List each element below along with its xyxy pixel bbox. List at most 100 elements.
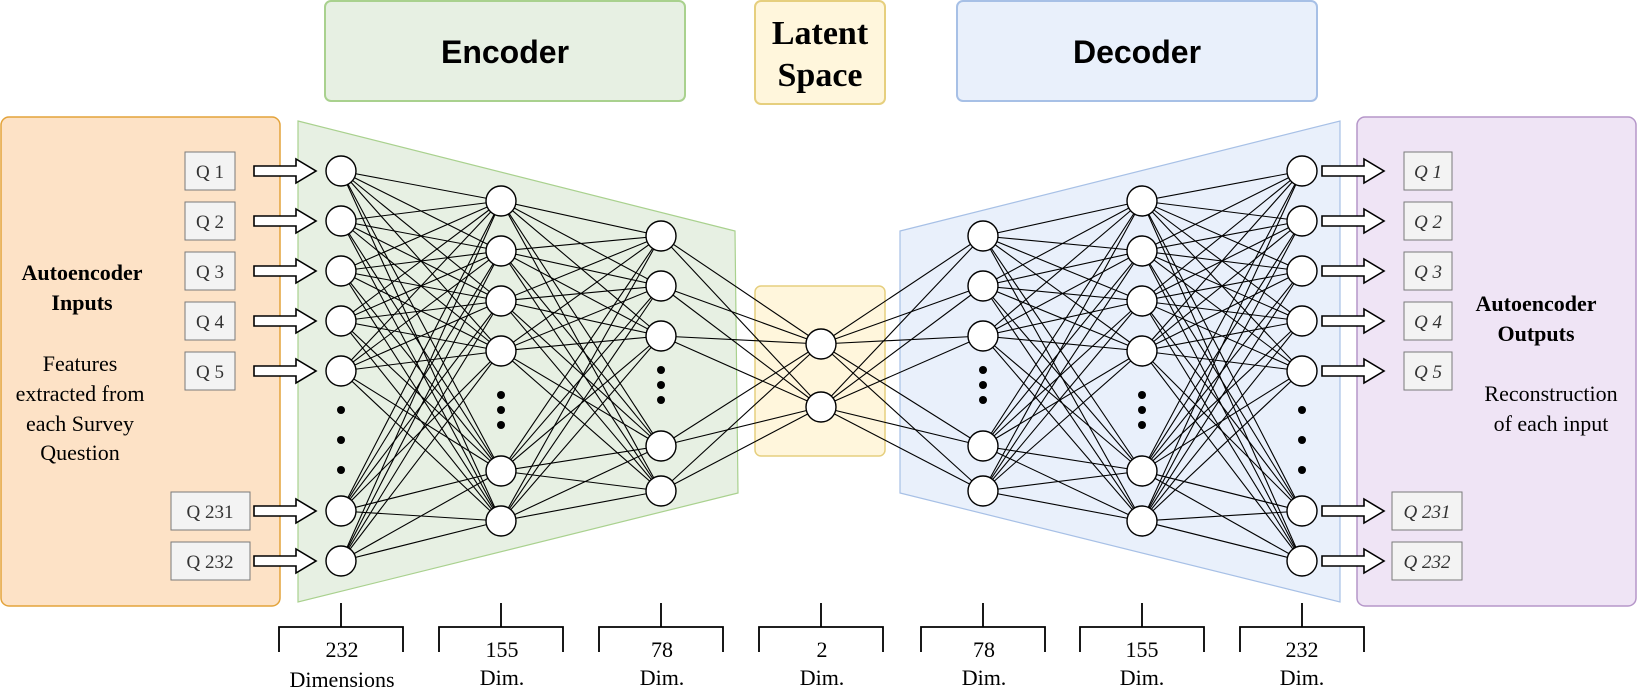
connection-line	[340, 300, 502, 372]
connection-line	[660, 235, 822, 345]
neuron	[1126, 185, 1158, 217]
inputs-desc-line: extracted from	[16, 381, 145, 406]
connection-line	[982, 300, 1143, 447]
connection-line	[500, 300, 662, 492]
neuron	[325, 155, 357, 187]
connection-line	[500, 445, 662, 472]
input-label-box	[170, 541, 251, 581]
input-label-box	[170, 491, 251, 531]
input-label-box	[184, 251, 236, 291]
neuron	[325, 355, 357, 387]
dim-unit-label: Dim.	[1120, 665, 1165, 690]
connection-line	[660, 335, 822, 408]
connection-line	[982, 335, 1143, 522]
connection-line	[340, 270, 502, 472]
neuron	[645, 270, 677, 302]
outputs-panel	[1356, 116, 1637, 607]
connection-line	[1141, 300, 1303, 512]
dimension-bracket	[438, 603, 564, 652]
connection-line	[820, 335, 984, 408]
arrows-group	[253, 157, 1386, 575]
outputs-title-line1: Autoencoder	[1476, 291, 1597, 316]
connection-line	[1141, 170, 1303, 252]
connection-line	[340, 170, 502, 472]
connection-line	[660, 285, 822, 408]
dim-value-label: 78	[651, 637, 673, 662]
connection-line	[500, 445, 662, 522]
input-label-text: Q 5	[196, 362, 224, 383]
output-arrow	[1321, 497, 1386, 525]
neuron	[485, 335, 517, 367]
connection-line	[500, 200, 662, 447]
connection-line	[500, 250, 662, 492]
connection-line	[340, 220, 502, 472]
connection-line	[982, 200, 1143, 447]
connection-line	[340, 370, 502, 472]
connection-line	[982, 250, 1143, 447]
input-arrow	[253, 547, 318, 575]
ellipsis-dot	[979, 381, 987, 389]
input-label-text: Q 2	[196, 212, 224, 233]
output-arrow	[1321, 157, 1386, 185]
connection-line	[1141, 170, 1303, 522]
inputs-title-line1: Autoencoder	[22, 260, 143, 285]
connection-line	[660, 406, 822, 447]
connection-line	[982, 200, 1143, 492]
inputs-title-line2: Inputs	[51, 290, 113, 315]
ellipsis-dot	[1138, 391, 1146, 399]
neuron	[645, 320, 677, 352]
output-label-text: Q 2	[1414, 212, 1442, 233]
connection-line	[1141, 270, 1303, 352]
dimension-bracket	[920, 603, 1046, 652]
input-label-text: Q 231	[187, 502, 234, 523]
ellipsis-dot	[337, 436, 345, 444]
ellipsis-dot	[657, 366, 665, 374]
connection-line	[660, 335, 822, 345]
decoder-header-box	[956, 0, 1318, 102]
connection-line	[340, 470, 502, 562]
connection-line	[340, 350, 502, 562]
connection-line	[982, 235, 1143, 472]
connection-line	[1141, 170, 1303, 352]
connection-line	[660, 285, 822, 345]
connection-line	[982, 335, 1143, 352]
output-label-text: Q 231	[1404, 502, 1451, 523]
connection-line	[982, 335, 1143, 472]
connection-line	[500, 200, 662, 492]
output-arrow	[1321, 307, 1386, 335]
connection-line	[1141, 350, 1303, 372]
connection-line	[500, 250, 662, 447]
connection-line	[982, 300, 1143, 492]
connection-line	[820, 285, 984, 408]
connection-line	[820, 406, 984, 447]
dimension-bracket	[598, 603, 724, 652]
neuron	[325, 255, 357, 287]
input-arrow	[253, 357, 318, 385]
inputs-desc-line: Features	[43, 351, 118, 376]
neuron	[645, 220, 677, 252]
dim-value-label: 78	[973, 637, 995, 662]
neuron	[967, 220, 999, 252]
connection-line	[500, 285, 662, 352]
connection-line	[982, 200, 1143, 237]
ellipsis-dots-group	[337, 366, 1306, 474]
ellipsis-dot	[497, 421, 505, 429]
dim-unit-label: Dim.	[480, 665, 525, 690]
ellipsis-dot	[497, 406, 505, 414]
connection-line	[820, 343, 984, 492]
ellipsis-dot	[1298, 466, 1306, 474]
ellipsis-dot	[337, 466, 345, 474]
neuron	[325, 205, 357, 237]
connection-line	[1141, 170, 1303, 472]
ellipsis-dot	[657, 381, 665, 389]
connection-line	[500, 235, 662, 522]
input-label-text: Q 1	[196, 162, 224, 183]
output-label-text: Q 5	[1414, 362, 1442, 383]
input-label-box	[184, 151, 236, 191]
neuron	[485, 185, 517, 217]
decoder-region	[899, 120, 1341, 603]
neuron	[1286, 205, 1318, 237]
neuron	[485, 285, 517, 317]
neuron	[1286, 495, 1318, 527]
inputs-desc-line: Question	[40, 440, 119, 465]
